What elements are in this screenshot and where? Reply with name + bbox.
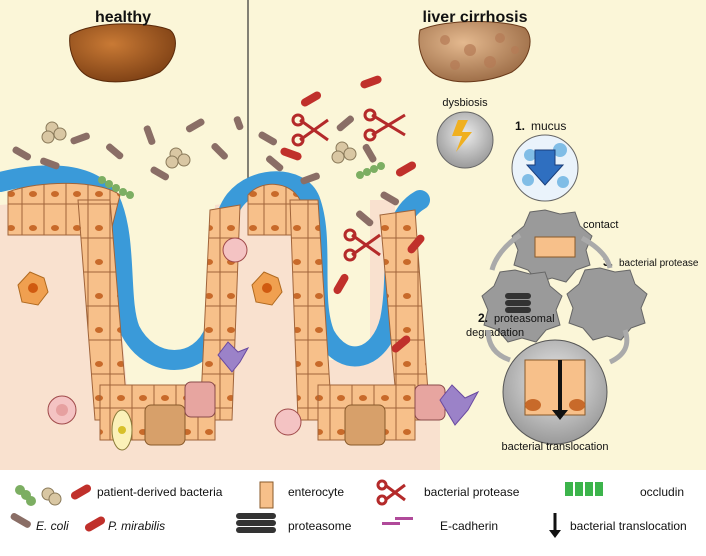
scissor-icon — [376, 479, 406, 506]
arrow-down-icon — [525, 149, 565, 186]
proteasome-icon-mech — [505, 293, 531, 313]
legend-bacterial-protease: bacterial protease — [424, 485, 520, 499]
mucus-label: mucus — [531, 119, 566, 133]
legend-bacterial-translocation: bacterial translocation — [570, 519, 687, 533]
goblet-cell — [184, 381, 216, 418]
gear-protease — [566, 267, 648, 341]
ecoli-icon — [10, 513, 31, 528]
legend-enterocyte: enterocyte — [288, 485, 344, 499]
proteasomal-label-1: proteasomal — [494, 313, 555, 325]
ecadherin-icon-a — [382, 522, 400, 525]
legend-pmirabilis: P. mirabilis — [108, 519, 165, 533]
protease-label: bacterial protease — [619, 258, 699, 269]
paneth-cell — [144, 404, 186, 446]
legend-occludin: occludin — [640, 485, 684, 499]
immune-cells — [17, 237, 480, 436]
translocation-legend-head — [549, 530, 561, 538]
pmirabilis-icon — [84, 516, 106, 532]
proteasome-icon — [236, 513, 276, 533]
healthy-liver — [69, 23, 176, 83]
proteasomal-label-2: degradation — [466, 327, 524, 339]
legend-ecoli: E. coli — [36, 519, 69, 533]
legend-proteasome: proteasome — [288, 519, 352, 533]
contact-label: contact — [583, 219, 618, 231]
cycle-arrows — [485, 232, 630, 365]
proteasomal-number: 2. — [478, 311, 488, 325]
translocation-label: bacterial translocation — [501, 441, 608, 453]
dysbiosis-label: dysbiosis — [442, 97, 488, 109]
lightning-icon — [452, 120, 472, 152]
mucus-number: 1. — [515, 119, 525, 133]
translocation-arrow-head — [552, 410, 568, 420]
protease-scissors — [291, 108, 406, 262]
legend: patient-derived bacteria E. coli P. mira… — [10, 479, 687, 538]
legend-bacteria-icon — [15, 484, 92, 506]
legend-ecadherin: E-cadherin — [440, 519, 498, 533]
legend-patient-bacteria: patient-derived bacteria — [97, 485, 223, 499]
healthy-title: healthy — [95, 9, 151, 26]
enterocyte-icon — [259, 481, 274, 509]
epithelium-cirrhosis — [247, 183, 446, 446]
healthy-bacteria — [12, 116, 244, 199]
ecadherin-icon-b — [395, 517, 413, 520]
cirrhosis-nodules — [440, 33, 519, 70]
occludin-icon — [565, 482, 603, 496]
cirrhosis-title: liver cirrhosis — [423, 9, 528, 26]
cirrhosis-bacteria — [258, 75, 425, 353]
mucus-layer — [0, 165, 430, 370]
